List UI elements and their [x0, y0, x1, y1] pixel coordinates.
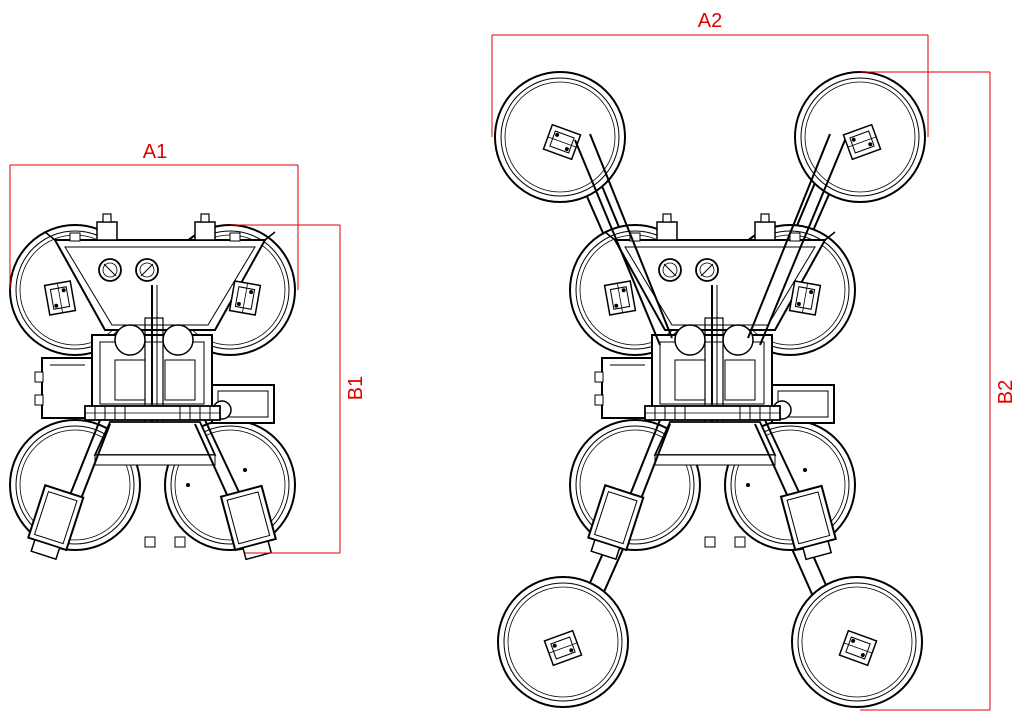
- extended-view: [494, 71, 926, 708]
- dimension-label-b2: B2: [995, 380, 1014, 404]
- dimension-b1: [230, 224, 341, 554]
- dimension-label-b1: B1: [345, 376, 367, 400]
- compact-view: [10, 214, 295, 561]
- dimension-b2: [860, 71, 991, 711]
- dimension-a1: [9, 164, 299, 290]
- dimension-label-a2: A2: [698, 10, 722, 32]
- dimension-label-a1: A1: [143, 141, 167, 163]
- dimension-a2: [491, 34, 929, 137]
